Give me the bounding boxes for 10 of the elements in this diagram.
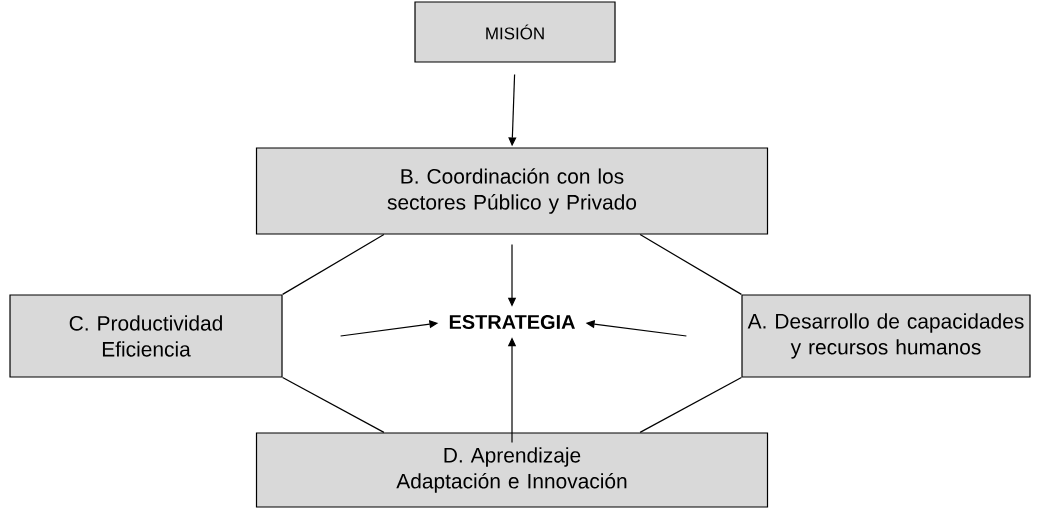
connector-line: [639, 377, 742, 433]
process-box: B. Coordinación con los sectores Público y Privado: [255, 147, 769, 235]
connector-line: [282, 234, 385, 295]
process-box: A. Desarrollo de capacidades y recursos humanos: [741, 294, 1031, 378]
process-box: MISIÓN: [414, 1, 616, 63]
connector-line: [282, 377, 385, 433]
process-box: D. Aprendizaje Adaptación e Innovación: [255, 432, 769, 508]
connector-line: [639, 234, 742, 295]
center-label: ESTRATEGIA: [449, 314, 575, 330]
process-box: C. Productividad Eficiencia: [9, 294, 283, 378]
